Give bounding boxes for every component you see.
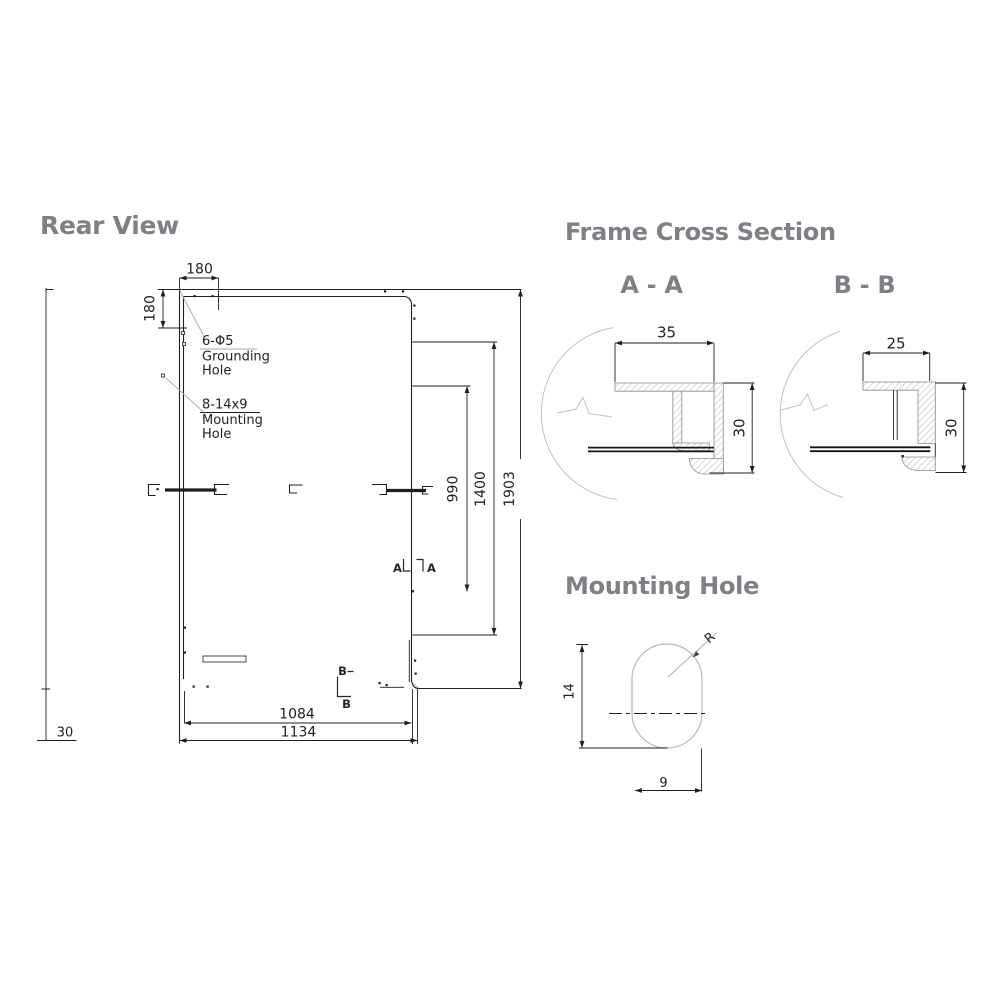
dim-30-text: 30 bbox=[57, 726, 74, 741]
grounding-hole-spec: 6-Φ5 bbox=[202, 334, 233, 349]
cross-section-title: Frame Cross Section bbox=[565, 218, 836, 246]
frame-web bbox=[672, 390, 683, 444]
panel-sheet bbox=[810, 446, 931, 453]
dim-14: 14 bbox=[563, 644, 668, 749]
rear-view: Rear View bbox=[37, 211, 523, 744]
dim-14-text: 14 bbox=[563, 683, 578, 700]
dim-25-text: 25 bbox=[886, 335, 905, 353]
mounting-hole-spec: 8-14x9 bbox=[202, 398, 247, 413]
dim-1134: 1134 bbox=[179, 689, 418, 744]
dim-25: 25 bbox=[862, 335, 931, 381]
dim-990: 990 bbox=[412, 385, 471, 592]
grounding-hole-label: 6-Φ5 Grounding Hole bbox=[179, 290, 270, 379]
dim-30-aa: 30 bbox=[709, 382, 755, 474]
radius-arrow bbox=[692, 651, 700, 658]
dim-30: 30 bbox=[37, 288, 77, 741]
dim-30-bb-text: 30 bbox=[943, 418, 961, 437]
break-zigzag bbox=[781, 392, 829, 412]
mounting-hole-title: Mounting Hole bbox=[565, 572, 759, 600]
dim-1134-text: 1134 bbox=[281, 725, 317, 741]
section-cut-a: A A bbox=[393, 558, 436, 575]
dim-990-text: 990 bbox=[446, 476, 462, 503]
mounting-hole-word2: Hole bbox=[202, 427, 231, 442]
frame-top-flange bbox=[614, 382, 715, 392]
edge-hole-marks bbox=[183, 290, 417, 688]
mounting-hole-word1: Mounting bbox=[202, 413, 263, 428]
section-aa-label: A - A bbox=[620, 271, 683, 299]
dim-35: 35 bbox=[614, 324, 715, 382]
section-bb-drawing: 25 30 bbox=[779, 331, 967, 498]
dim-9-text: 9 bbox=[659, 776, 667, 791]
dim-9: 9 bbox=[635, 748, 702, 793]
grounding-hole-word2: Hole bbox=[202, 364, 231, 379]
section-a-letter-right: A bbox=[427, 561, 436, 575]
section-b-letter-bottom: B bbox=[342, 697, 351, 711]
dim-1400: 1400 bbox=[412, 341, 497, 636]
mounting-hole-detail: Mounting Hole 14 9 R bbox=[563, 572, 759, 793]
side-mount-tabs bbox=[147, 483, 433, 497]
radius-callout: R bbox=[667, 630, 719, 678]
obround-hole-outline bbox=[631, 643, 703, 749]
dim-1903-text: 1903 bbox=[502, 471, 518, 507]
section-b-letter-top: B bbox=[338, 664, 347, 678]
dim-180-top-text: 180 bbox=[186, 262, 213, 278]
grounding-hole-word1: Grounding bbox=[202, 350, 270, 365]
frame-cross-section: Frame Cross Section A - A B - B 35 30 bbox=[540, 218, 967, 500]
dim-1400-text: 1400 bbox=[473, 471, 489, 507]
section-cut-b: B B bbox=[336, 664, 354, 711]
section-aa-drawing: 35 30 bbox=[540, 324, 755, 500]
dim-180-top: 180 bbox=[179, 262, 219, 310]
dim-30-aa-text: 30 bbox=[731, 418, 749, 437]
section-bb-label: B - B bbox=[834, 271, 896, 299]
section-a-letter-left: A bbox=[393, 561, 402, 575]
frame-bottom-lip bbox=[689, 458, 724, 475]
frame-bottom-lip bbox=[901, 456, 936, 471]
frame-top-flange-wall bbox=[862, 381, 936, 444]
dim-180-side-text: 180 bbox=[143, 295, 159, 322]
rear-view-title: Rear View bbox=[40, 211, 179, 240]
dim-1903: 1903 bbox=[502, 289, 523, 689]
break-arc bbox=[540, 327, 618, 500]
panel-sheet bbox=[588, 446, 714, 453]
handle-slot bbox=[202, 655, 247, 663]
frame-web-lines bbox=[893, 390, 898, 440]
break-arc bbox=[779, 331, 844, 498]
mounting-hole-label: 8-14x9 Mounting Hole bbox=[161, 373, 263, 442]
dim-35-text: 35 bbox=[657, 324, 676, 342]
dim-30-bb: 30 bbox=[935, 382, 967, 473]
dim-1084: 1084 bbox=[184, 691, 412, 726]
break-zigzag bbox=[557, 396, 613, 418]
dim-180-side: 180 bbox=[143, 289, 187, 329]
dim-1084-text: 1084 bbox=[279, 707, 315, 723]
